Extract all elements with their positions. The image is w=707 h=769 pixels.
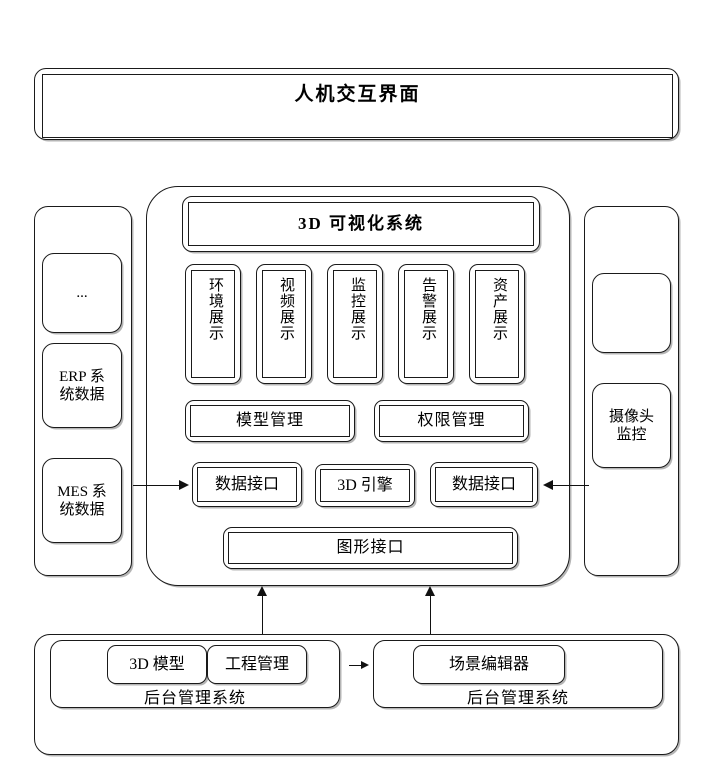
arrow-left-to-core-head [179,480,189,490]
arrow-backend-left-to-right-line [349,665,363,666]
model-management-label: 模型管理 [190,405,350,437]
arrow-right-to-core-head [543,480,553,490]
backend-right-caption: 后台管理系统 [466,690,569,707]
engine-3d-label: 3D 引擎 [320,469,410,502]
display-label-4: 资产展示 [491,277,507,341]
display-inner-4: 资产展示 [475,270,519,378]
backend-chip-scene-editor[interactable]: 场景编辑器 [413,645,565,684]
display-inner-3: 告警展示 [404,270,448,378]
display-box-4[interactable]: 资产展示 [469,264,525,384]
right-item-camera[interactable]: 摄像头 监控 [592,383,671,468]
display-inner-1: 视频展示 [262,270,306,378]
display-box-3[interactable]: 告警展示 [398,264,454,384]
left-item-mes[interactable]: MES 系 统数据 [42,458,122,543]
display-label-1: 视频展示 [278,277,294,341]
data-interface-right-label: 数据接口 [435,467,533,502]
permission-management-label: 权限管理 [379,405,524,437]
display-inner-2: 监控展示 [333,270,377,378]
arrow-backend-left-head [257,586,267,596]
data-interface-left-label: 数据接口 [197,467,297,502]
display-label-0: 环境展示 [207,277,223,341]
display-box-0[interactable]: 环境展示 [185,264,241,384]
arrow-backend-right-line [430,595,431,634]
visualization-inner: 3D 可视化系统 [188,202,534,246]
right-item-empty[interactable] [592,273,671,353]
arrow-right-to-core-line [551,485,589,486]
backend-left-caption: 后台管理系统 [143,690,246,707]
arrow-backend-left-to-right-head [361,661,369,669]
display-inner-0: 环境展示 [191,270,235,378]
backend-chip-3d-model[interactable]: 3D 模型 [107,645,207,684]
display-label-3: 告警展示 [420,277,436,341]
core-container [146,186,570,586]
left-item-erp[interactable]: ERP 系 统数据 [42,343,122,428]
left-item-ellipsis[interactable]: ... [42,253,122,333]
display-box-2[interactable]: 监控展示 [327,264,383,384]
display-label-2: 监控展示 [349,277,365,341]
graphics-interface-label: 图形接口 [228,532,513,564]
display-box-1[interactable]: 视频展示 [256,264,312,384]
arrow-backend-right-head [425,586,435,596]
hmi-inner-rect [42,74,673,138]
backend-chip-project-management[interactable]: 工程管理 [207,645,307,684]
arrow-backend-left-line [262,595,263,634]
arrow-left-to-core-line [133,485,181,486]
hmi-title: 人机交互界面 [294,84,421,105]
